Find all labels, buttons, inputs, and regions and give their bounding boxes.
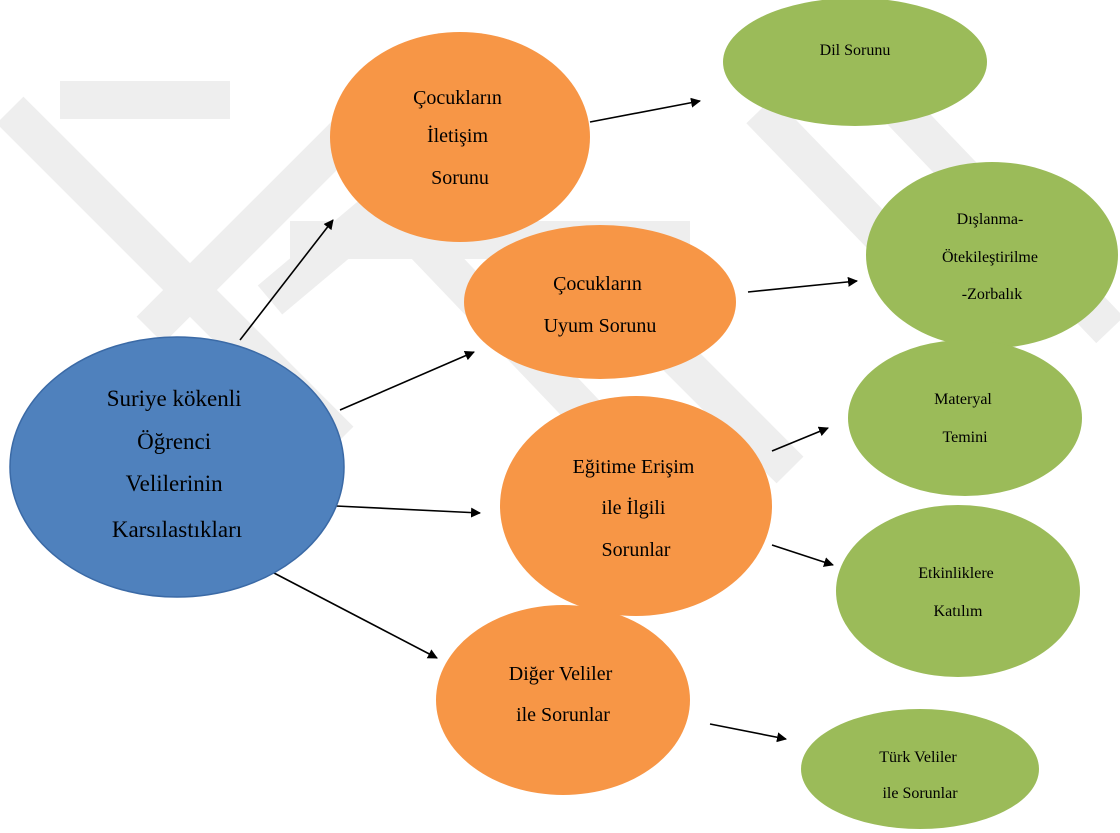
- leaf-label: Türk Veliler ile Sorunlar: [879, 749, 960, 802]
- leaf-ellipse: [836, 505, 1080, 677]
- arrow-erisim-to-materyal: [771, 426, 829, 452]
- root-label-line: Öğrenci: [137, 429, 211, 454]
- category-label-line: Sorunlar: [602, 539, 671, 561]
- edges: [239, 97, 858, 743]
- category-label-line: Çocukların: [413, 87, 502, 109]
- leaf-label: Etkinliklere Katılım: [918, 565, 998, 620]
- leaf-label-line: Türk Veliler: [879, 749, 957, 766]
- category-label-line: ile Sorunlar: [516, 704, 610, 726]
- root-label-line: Suriye kökenli: [107, 386, 242, 411]
- category-label-line: Sorunu: [431, 167, 489, 189]
- root-node: Suriye kökenli Öğrenci Velilerinin Karsı…: [9, 336, 345, 598]
- leaf-label: Dil Sorunu: [820, 42, 891, 59]
- category-label-line: Eğitime Erişim: [573, 456, 695, 478]
- root-label-line: Karsılastıkları: [112, 517, 242, 542]
- leaf-node-dislanma: Dışlanma- Ötekileştirilme -Zorbalık: [866, 162, 1118, 348]
- category-node-erisim: Eğitime Erişim ile İlgili Sorunlar: [500, 396, 772, 616]
- category-label: Çocukların İletişim Sorunu: [413, 87, 507, 189]
- leaf-ellipse: [848, 340, 1082, 496]
- category-label-line: Uyum Sorunu: [544, 315, 657, 337]
- leaf-label-line: Etkinliklere: [918, 565, 994, 582]
- arrow-iletisim-to-dil: [589, 97, 701, 123]
- leaf-node-dil: Dil Sorunu: [723, 0, 987, 126]
- leaf-label-line: Temini: [942, 429, 988, 446]
- root-label-line: Velilerinin: [126, 471, 224, 496]
- category-label: Eğitime Erişim ile İlgili Sorunlar: [573, 456, 700, 561]
- leaf-label-line: ile Sorunlar: [882, 785, 958, 802]
- arrow-diger-to-turk: [709, 723, 787, 743]
- leaf-node-materyal: Materyal Temini: [848, 340, 1082, 496]
- leaf-node-turk: Türk Veliler ile Sorunlar: [801, 709, 1039, 829]
- category-label-line: ile İlgili: [602, 496, 666, 519]
- category-ellipse: [436, 605, 690, 795]
- category-node-uyum: Çocukların Uyum Sorunu: [464, 225, 736, 379]
- arrow-root-to-erisim: [335, 505, 481, 518]
- arrow-root-to-uyum: [339, 350, 475, 411]
- category-ellipse: [330, 32, 590, 242]
- arrow-root-to-diger: [273, 572, 438, 659]
- category-label: Çocukların Uyum Sorunu: [544, 273, 657, 337]
- arrow-uyum-to-dislanma: [747, 276, 858, 293]
- leaf-ellipse: [866, 162, 1118, 348]
- leaf-ellipse: [801, 709, 1039, 829]
- leaf-label-line: Ötekileştirilme: [942, 248, 1038, 266]
- category-label: Diğer Veliler ile Sorunlar: [509, 663, 618, 726]
- root-label: Suriye kökenli Öğrenci Velilerinin Karsı…: [107, 386, 248, 542]
- category-node-iletisim: Çocukların İletişim Sorunu: [330, 32, 590, 242]
- category-label-line: Diğer Veliler: [509, 663, 613, 685]
- category-ellipse: [500, 396, 772, 616]
- leaf-label-line: Materyal: [934, 391, 992, 408]
- leaf-label-line: -Zorbalık: [962, 286, 1022, 303]
- category-label-line: Çocukların: [553, 273, 642, 295]
- leaf-label-line: Dil Sorunu: [820, 42, 891, 59]
- arrow-erisim-to-etkinlik: [771, 544, 834, 567]
- leaf-node-etkinlik: Etkinliklere Katılım: [836, 505, 1080, 677]
- leaf-ellipse: [723, 0, 987, 126]
- category-node-diger: Diğer Veliler ile Sorunlar: [436, 605, 690, 795]
- category-label-line: İletişim: [427, 124, 489, 147]
- category-ellipse: [464, 225, 736, 379]
- arrow-root-to-iletisim: [239, 219, 334, 341]
- leaf-label-line: Katılım: [934, 603, 983, 620]
- leaf-label: Dışlanma- Ötekileştirilme -Zorbalık: [942, 211, 1042, 303]
- leaf-label-line: Dışlanma-: [957, 211, 1024, 228]
- leaf-label: Materyal Temini: [934, 391, 996, 446]
- root-ellipse: [9, 336, 345, 598]
